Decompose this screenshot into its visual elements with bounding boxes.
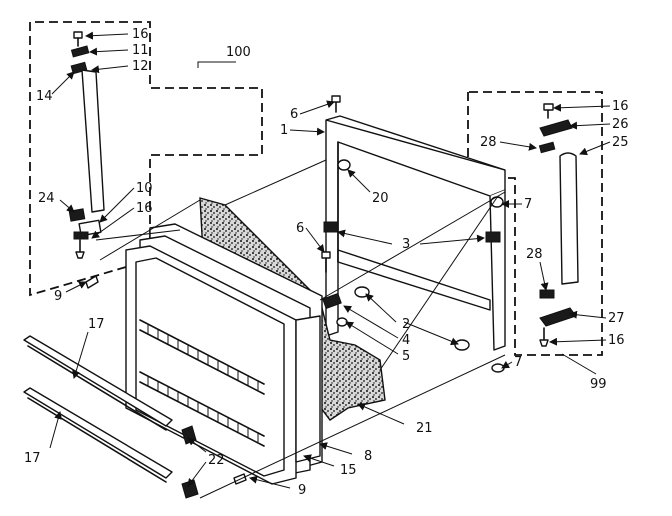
handle-cap-part-26 — [539, 119, 573, 137]
callout-4: 4 — [402, 333, 410, 348]
callout-28: 28 — [526, 247, 543, 262]
callout-17: 17 — [88, 317, 105, 332]
callout-11: 11 — [132, 43, 149, 58]
callout-2: 2 — [402, 317, 410, 332]
handle-mount-part-24 — [68, 208, 86, 222]
handle-mount-part-27 — [539, 307, 577, 327]
handle-bar-left — [81, 69, 105, 213]
callout-12: 12 — [132, 59, 149, 74]
callout-16: 16 — [612, 99, 629, 114]
screw-part-9-top — [85, 275, 99, 289]
door-frame-part-1 — [321, 95, 506, 373]
callout-100: 100 — [226, 45, 251, 60]
callout-9: 9 — [54, 289, 62, 304]
callout-99: 99 — [590, 377, 607, 392]
callout-27: 27 — [608, 311, 625, 326]
callout-14: 14 — [36, 89, 53, 104]
callout-25: 25 — [612, 135, 629, 150]
callout-9: 9 — [298, 483, 306, 498]
handle-spacer-part-28-bottom — [539, 289, 555, 299]
handle-assembly-group-left — [29, 21, 263, 297]
callout-22: 22 — [208, 453, 225, 468]
callout-15: 15 — [340, 463, 357, 478]
callout-labels: 16 11 12 14 100 24 10 16 6 1 20 6 3 2 4 … — [24, 27, 629, 498]
callout-3: 3 — [402, 237, 410, 252]
callout-8: 8 — [364, 449, 372, 464]
trim-strip-part-17-top — [23, 335, 173, 431]
handle-bar-right — [559, 152, 579, 285]
screw-part-16 — [73, 31, 83, 47]
callout-24: 24 — [38, 191, 55, 206]
callout-1: 1 — [280, 123, 288, 138]
callout-28: 28 — [480, 135, 497, 150]
callout-20: 20 — [372, 191, 389, 206]
callout-7: 7 — [524, 197, 532, 212]
leader-lines — [49, 31, 611, 489]
trim-strip-part-17-bottom — [23, 387, 173, 483]
door-panel-assembly — [125, 223, 323, 485]
callout-16: 16 — [136, 201, 153, 216]
handle-spacer-part-28-top — [538, 141, 556, 154]
assembly-guide-lines — [95, 159, 506, 499]
callout-5: 5 — [402, 349, 410, 364]
dashed-boundary-left — [29, 21, 263, 297]
callout-21: 21 — [416, 421, 433, 436]
callout-26: 26 — [612, 117, 629, 132]
callout-7: 7 — [514, 355, 522, 370]
callout-17: 17 — [24, 451, 41, 466]
handle-cap-part-11 — [70, 45, 90, 58]
callout-16: 16 — [608, 333, 625, 348]
screw-part-16-right — [543, 103, 554, 119]
callout-6: 6 — [296, 221, 304, 236]
callout-16: 16 — [132, 27, 149, 42]
callout-6: 6 — [290, 107, 298, 122]
callout-10: 10 — [136, 181, 153, 196]
